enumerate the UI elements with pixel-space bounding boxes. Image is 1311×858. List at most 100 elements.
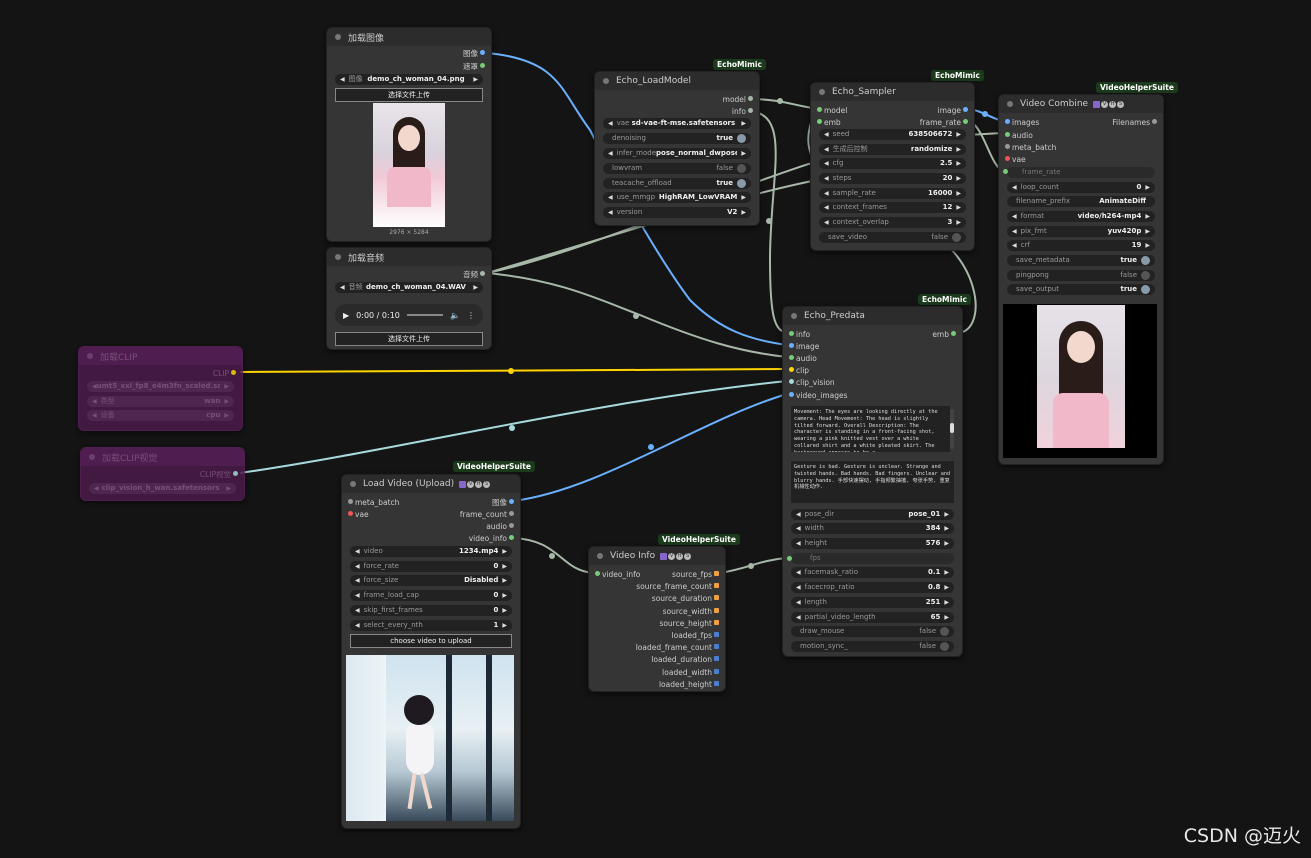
audio-player[interactable]: ▶ 0:00 / 0:10 🔈 ⋮ [335, 304, 483, 326]
textarea-scrollbar[interactable] [950, 409, 954, 449]
node-header[interactable]: Echo_Sampler [811, 83, 974, 101]
motion-sync-toggle[interactable]: motion_sync_false [791, 641, 954, 652]
node-header[interactable]: 加载CLIP [79, 347, 242, 365]
negative-prompt-textarea[interactable]: Gesture is bad. Gesture is unclear. Stra… [791, 461, 954, 503]
video-preview[interactable] [346, 655, 514, 821]
clip-name-widget[interactable]: ◀umt5_xxl_fp8_e4m3fn_scaled.sa...▶ [87, 381, 234, 392]
collapse-dot-icon[interactable] [603, 78, 609, 84]
collapse-dot-icon[interactable] [335, 254, 341, 260]
output-loaded-frame-count[interactable]: loaded_frame_count [636, 642, 720, 653]
node-header[interactable]: Echo_LoadModel [595, 72, 759, 90]
output-source-duration[interactable]: source_duration [652, 593, 720, 604]
output-image[interactable]: 图像 [492, 497, 514, 508]
output-video-info[interactable]: video_info [469, 533, 515, 544]
input-video-info[interactable]: video_info [595, 569, 640, 580]
output-loaded-duration[interactable]: loaded_duration [651, 654, 719, 665]
collapse-dot-icon[interactable] [89, 454, 95, 460]
input-vae[interactable]: vae [348, 509, 369, 520]
collapse-dot-icon[interactable] [87, 353, 93, 359]
node-header[interactable]: 加载图像 [327, 28, 491, 46]
output-source-fps[interactable]: source_fps [672, 569, 719, 580]
input-image[interactable]: image [789, 341, 819, 352]
frame-rate-socket-icon[interactable] [1003, 169, 1008, 174]
output-filenames[interactable]: Filenames [1112, 117, 1157, 128]
output-image[interactable]: image [938, 105, 969, 116]
input-emb[interactable]: emb [817, 117, 841, 128]
output-info[interactable]: info [732, 106, 754, 117]
input-video-images[interactable]: video_images [789, 390, 848, 401]
input-meta-batch[interactable]: meta_batch [1005, 142, 1056, 153]
node-header[interactable]: 加载音频 [327, 248, 491, 266]
collapse-dot-icon[interactable] [597, 553, 603, 559]
audio-progress[interactable] [406, 314, 444, 316]
collapse-dot-icon[interactable] [791, 313, 797, 319]
prompt-textarea[interactable]: Movement: The eyes are looking directly … [791, 406, 950, 452]
output-loaded-width[interactable]: loaded_width [662, 667, 719, 678]
output-mask[interactable]: 遮罩 [463, 61, 485, 72]
output-audio[interactable]: 音频 [463, 269, 485, 280]
clip-vision-widget[interactable]: ◀clip_vision_h_wan.safetensors▶ [89, 483, 236, 494]
input-clip-vision[interactable]: clip_vision [789, 377, 835, 388]
output-model[interactable]: model [723, 94, 754, 105]
input-vae[interactable]: vae [1005, 154, 1026, 165]
output-loaded-fps[interactable]: loaded_fps [672, 630, 720, 641]
input-model[interactable]: model [817, 105, 847, 116]
node-header[interactable]: 加载CLIP视觉 [81, 448, 244, 466]
output-loaded-height[interactable]: loaded_height [659, 679, 720, 690]
volume-icon[interactable]: 🔈 [450, 310, 460, 320]
collapse-dot-icon[interactable] [1007, 101, 1013, 107]
output-clip-vision[interactable]: CLIP视觉 [200, 469, 239, 480]
output-frame-rate[interactable]: frame_rate [920, 117, 969, 128]
input-audio[interactable]: audio [1005, 130, 1033, 141]
output-image[interactable]: 图像 [463, 48, 485, 59]
output-frame-count[interactable]: frame_count [460, 509, 515, 520]
output-source-frame-count[interactable]: source_frame_count [636, 581, 719, 592]
play-icon[interactable]: ▶ [343, 310, 350, 320]
collapse-dot-icon[interactable] [335, 34, 341, 40]
node-header[interactable]: Echo_Predata [783, 307, 962, 325]
upload-button[interactable]: 选择文件上传 [335, 332, 483, 346]
input-info[interactable]: info [789, 329, 810, 340]
load-clip-vision-node[interactable]: 加载CLIP视觉 CLIP视觉 ◀clip_vision_h_wan.safet… [80, 447, 245, 501]
more-icon[interactable]: ⋮ [467, 310, 475, 320]
